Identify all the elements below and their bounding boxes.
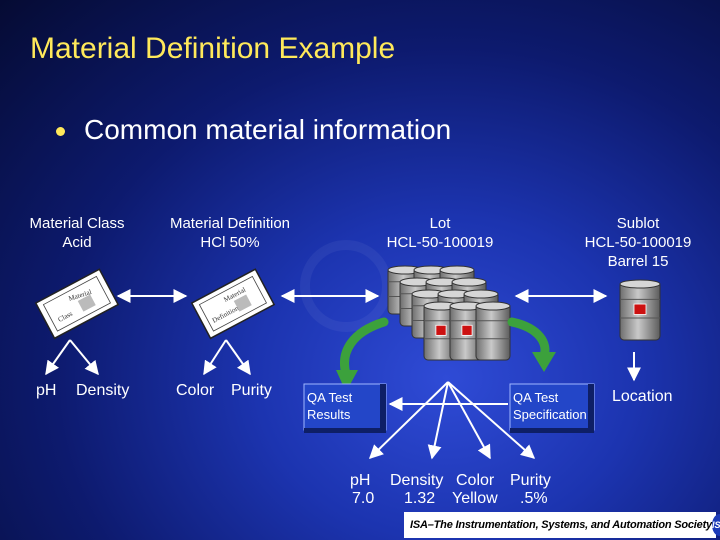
lot-label-density: Density	[390, 472, 443, 490]
qa-results-text: QA Test Results	[307, 389, 352, 423]
lot-value-ph: 7.0	[352, 490, 374, 508]
property-ph: pH	[36, 382, 56, 400]
bullet-dot	[56, 127, 65, 136]
qa-results-line1: QA Test	[307, 389, 352, 406]
arrow-lot-to-color	[448, 382, 490, 458]
material-class-value: Acid	[16, 233, 138, 252]
sublot-barrel-group	[620, 280, 660, 340]
footer-bar: ISA–The Instrumentation, Systems, and Au…	[404, 512, 716, 538]
lot-label: Lot HCL-50-100019	[372, 214, 508, 252]
property-color: Color	[176, 382, 214, 400]
sublot-label: Sublot HCL-50-100019 Barrel 15	[570, 214, 706, 271]
material-definition-value: HCl 50%	[152, 233, 308, 252]
arrow-definition-to-color	[204, 340, 226, 374]
lot-value-color: Yellow	[452, 490, 498, 508]
material-definition-document-icon: Material Definition	[192, 269, 274, 338]
footer-text: ISA–The Instrumentation, Systems, and Au…	[410, 519, 712, 531]
green-arrow-right-head	[532, 352, 556, 372]
qa-spec-line1: QA Test	[513, 389, 587, 406]
sublot-value: HCL-50-100019	[570, 233, 706, 252]
lot-value-purity: .5%	[520, 490, 548, 508]
lot-barrel-11	[476, 302, 510, 360]
lot-label-ph: pH	[350, 472, 370, 490]
qa-spec-line2: Specification	[513, 406, 587, 423]
slide-title: Material Definition Example	[30, 32, 395, 66]
material-definition-label: Material Definition HCl 50%	[152, 214, 308, 252]
arrow-lot-to-density	[432, 382, 448, 458]
material-class-label: Material Class Acid	[16, 214, 138, 252]
lot-value: HCL-50-100019	[372, 233, 508, 252]
green-arrow-left	[345, 322, 384, 374]
qa-specification-text: QA Test Specification	[513, 389, 587, 423]
lot-label-purity: Purity	[510, 472, 551, 490]
property-location: Location	[612, 388, 673, 406]
lot-value-density: 1.32	[404, 490, 435, 508]
material-definition-title: Material Definition	[152, 214, 308, 233]
green-arrow-right	[512, 322, 545, 356]
material-class-title: Material Class	[16, 214, 138, 233]
lot-label-color: Color	[456, 472, 494, 490]
property-density: Density	[76, 382, 129, 400]
arrow-class-to-density	[70, 340, 98, 374]
lot-barrels-group	[388, 266, 510, 360]
isa-logo-icon: ISA	[712, 514, 720, 536]
sublot-barrel-icon	[620, 280, 660, 340]
bullet-text: Common material information	[84, 114, 451, 146]
qa-results-line2: Results	[307, 406, 352, 423]
sublot-title: Sublot	[570, 214, 706, 233]
material-class-document-icon: Material Class	[36, 269, 118, 338]
lot-title: Lot	[372, 214, 508, 233]
property-purity: Purity	[231, 382, 272, 400]
arrow-definition-to-purity	[226, 340, 250, 374]
arrow-class-to-ph	[46, 340, 70, 374]
sublot-barrel: Barrel 15	[570, 252, 706, 271]
